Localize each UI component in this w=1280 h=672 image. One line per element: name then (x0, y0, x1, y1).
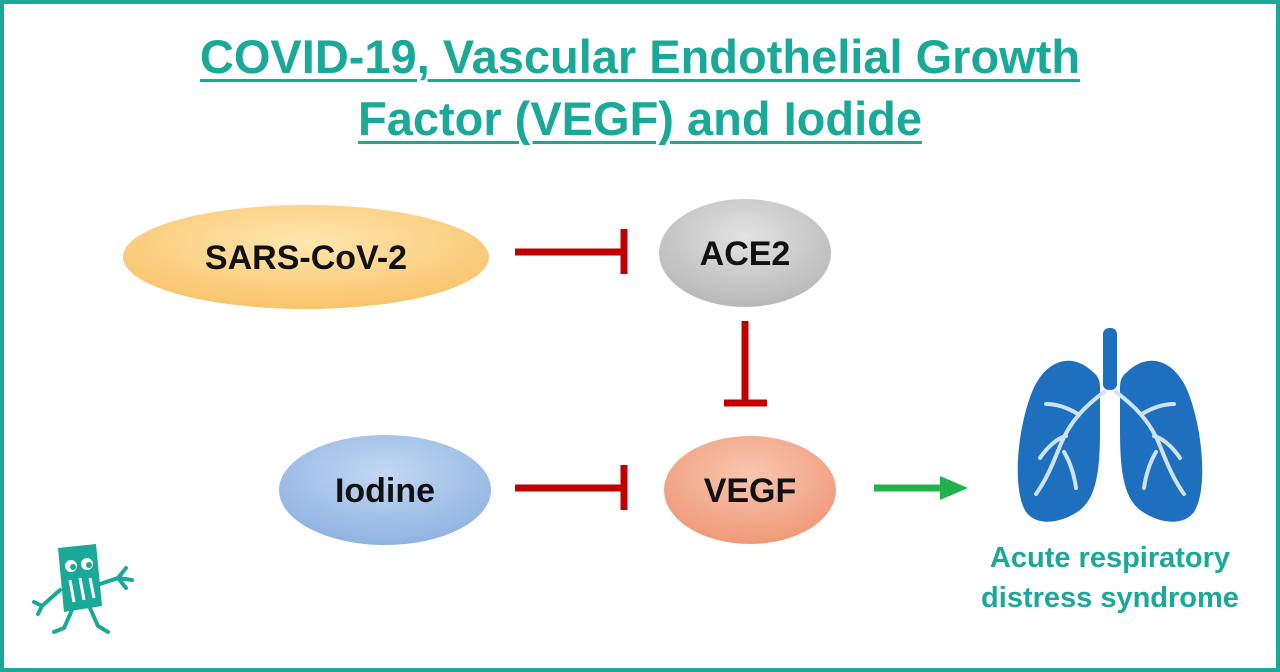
title-line-2: Factor (VEGF) and Iodide (357, 92, 923, 145)
inhibit-arrow-iodine-vegf (515, 465, 628, 510)
outcome-line-1: Acute respiratory (989, 542, 1231, 574)
outcome-label: Acute respiratory distress syndrome (960, 538, 1260, 618)
node-iodine: Iodine (279, 435, 491, 545)
node-vegf: VEGF (664, 436, 836, 544)
title-line-1: COVID-19, Vascular Endothelial Growth (199, 30, 1081, 83)
node-iodine-label: Iodine (335, 472, 435, 510)
node-ace2: ACE2 (659, 199, 831, 307)
lungs-icon (1017, 328, 1203, 522)
promote-arrow-vegf-ards (874, 476, 968, 500)
outcome-line-2: distress syndrome (981, 582, 1239, 614)
node-sars-cov-2-label: SARS-CoV-2 (205, 239, 407, 277)
node-sars-cov-2: SARS-CoV-2 (123, 205, 489, 309)
node-ace2-label: ACE2 (700, 235, 791, 273)
node-vegf-label: VEGF (704, 472, 797, 510)
mascot-logo (32, 544, 134, 634)
inhibit-arrow-sars-ace2 (515, 229, 628, 274)
page-title: COVID-19, Vascular Endothelial Growth Fa… (0, 26, 1280, 150)
inhibit-arrow-ace2-vegf (724, 321, 767, 407)
